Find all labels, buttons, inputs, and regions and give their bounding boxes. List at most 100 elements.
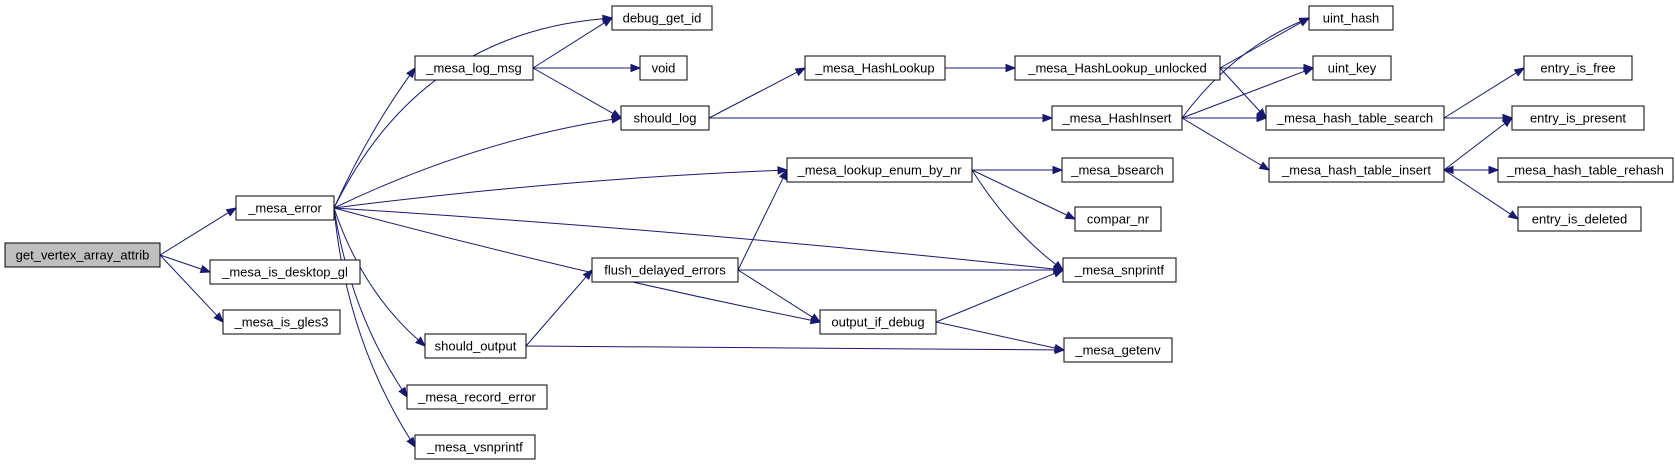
edge-line <box>159 254 218 316</box>
node-uint_hash[interactable]: uint_hash <box>1308 5 1394 31</box>
edge-line <box>532 67 614 114</box>
node-_mesa_lookup_enum_by_nr[interactable]: _mesa_lookup_enum_by_nr <box>786 157 973 183</box>
arrowhead <box>213 312 224 324</box>
node-box <box>414 55 534 81</box>
edge-line <box>1443 169 1511 215</box>
edge-get_vertex_array_attrib-to-_mesa_error <box>159 207 238 256</box>
node-get_vertex_array_attrib[interactable]: get_vertex_array_attrib <box>4 242 161 268</box>
arrowhead <box>601 17 614 27</box>
node-label: _mesa_getenv <box>1074 343 1161 358</box>
edge-flush_delayed_errors-to-output_if_debug <box>737 269 822 323</box>
edge-_mesa_HashLookup_unlocked-to-uint_hash <box>1219 17 1311 69</box>
edge-_mesa_log_msg-to-void <box>533 63 642 73</box>
edge-_mesa_lookup_enum_by_nr-to-compar_nr <box>971 169 1077 220</box>
node-compar_nr[interactable]: compar_nr <box>1074 206 1162 232</box>
node-entry_is_present[interactable]: entry_is_present <box>1511 105 1645 131</box>
edge-line <box>333 207 403 390</box>
node-_mesa_vsnprintf[interactable]: _mesa_vsnprintf <box>414 434 536 460</box>
arrowhead <box>582 268 593 280</box>
node-_mesa_snprintf[interactable]: _mesa_snprintf <box>1062 257 1177 283</box>
edge-line <box>159 212 229 256</box>
node-label: _mesa_lookup_enum_by_nr <box>796 163 962 178</box>
node-_mesa_is_desktop_gl[interactable]: _mesa_is_desktop_gl <box>209 259 361 285</box>
arrowhead <box>1507 210 1520 220</box>
arrowhead <box>809 313 822 323</box>
node-should_output[interactable]: should_output <box>424 333 527 359</box>
node-output_if_debug[interactable]: output_if_debug <box>819 309 937 335</box>
edge-_mesa_error-to-_mesa_log_msg <box>333 66 416 209</box>
node-label: should_log <box>634 111 697 126</box>
edge-_mesa_HashLookup_unlocked-to-_mesa_hash_table_search <box>1219 67 1267 120</box>
node-_mesa_HashInsert[interactable]: _mesa_HashInsert <box>1051 105 1183 131</box>
node-box <box>414 434 536 460</box>
node-void[interactable]: void <box>639 55 688 81</box>
node-_mesa_HashLookup[interactable]: _mesa_HashLookup <box>804 55 946 81</box>
node-box <box>1312 55 1392 81</box>
edge-should_output-to-flush_delayed_errors <box>525 268 593 347</box>
edge-line <box>333 169 779 209</box>
node-_mesa_getenv[interactable]: _mesa_getenv <box>1063 337 1173 363</box>
node-box <box>1061 157 1174 183</box>
node-_mesa_HashLookup_unlocked[interactable]: _mesa_HashLookup_unlocked <box>1014 55 1221 81</box>
edge-get_vertex_array_attrib-to-_mesa_is_gles3 <box>159 254 224 324</box>
node-box <box>235 195 335 221</box>
node-flush_delayed_errors[interactable]: flush_delayed_errors <box>591 257 739 283</box>
edge-_mesa_hash_table_insert-to-entry_is_deleted <box>1443 169 1520 220</box>
node-_mesa_record_error[interactable]: _mesa_record_error <box>406 384 548 410</box>
node-label: _mesa_hash_table_search <box>1276 111 1433 126</box>
arrowhead <box>1042 113 1054 123</box>
node-label: entry_is_present <box>1530 111 1626 126</box>
node-_mesa_hash_table_search[interactable]: _mesa_hash_table_search <box>1265 105 1445 131</box>
node-label: void <box>652 61 676 76</box>
node-label: uint_key <box>1328 61 1377 76</box>
node-label: _mesa_error <box>247 201 322 216</box>
edge-_mesa_HashLookup_unlocked-to-uint_key <box>1220 63 1315 73</box>
node-uint_key[interactable]: uint_key <box>1312 55 1392 81</box>
edge-line <box>333 207 411 440</box>
node-_mesa_is_gles3[interactable]: _mesa_is_gles3 <box>222 309 341 335</box>
node-box <box>591 257 739 283</box>
arrowhead <box>398 386 408 399</box>
edge-_mesa_HashInsert-to-uint_hash <box>1181 17 1311 119</box>
node-_mesa_log_msg[interactable]: _mesa_log_msg <box>414 55 534 81</box>
node-_mesa_hash_table_rehash[interactable]: _mesa_hash_table_rehash <box>1497 157 1674 183</box>
node-label: _mesa_is_desktop_gl <box>221 265 348 280</box>
edge-_mesa_error-to-should_log <box>333 115 623 209</box>
arrowhead <box>1302 67 1315 76</box>
node-box <box>1268 157 1445 183</box>
node-box <box>406 384 548 410</box>
node-label: _mesa_hash_table_insert <box>1281 163 1431 178</box>
edge-_mesa_hash_table_search-to-entry_is_free <box>1443 67 1526 119</box>
edge-line <box>1181 70 1305 119</box>
edge-_mesa_hash_table_insert-to-entry_is_present <box>1443 117 1514 171</box>
arrowhead <box>630 63 642 73</box>
node-label: get_vertex_array_attrib <box>16 248 150 263</box>
edge-_mesa_error-to-_mesa_vsnprintf <box>333 207 416 449</box>
node-box <box>1051 105 1183 131</box>
arrowhead <box>610 109 623 119</box>
edge-should_log-to-_mesa_HashLookup <box>708 67 807 119</box>
edge-_mesa_log_msg-to-debug_get_id <box>532 17 614 69</box>
node-label: uint_hash <box>1323 11 1379 26</box>
node-box <box>4 242 161 268</box>
node-label: _mesa_HashInsert <box>1061 111 1171 126</box>
arrowhead <box>1064 211 1077 220</box>
node-debug_get_id[interactable]: debug_get_id <box>611 5 713 31</box>
edge-line <box>1181 117 1262 166</box>
arrowhead <box>1298 17 1311 26</box>
node-_mesa_error[interactable]: _mesa_error <box>235 195 335 221</box>
node-box <box>620 105 710 131</box>
node-_mesa_hash_table_insert[interactable]: _mesa_hash_table_insert <box>1268 157 1445 183</box>
node-box <box>639 55 688 81</box>
node-entry_is_free[interactable]: entry_is_free <box>1523 55 1633 81</box>
edge-_mesa_lookup_enum_by_nr-to-_mesa_bsearch <box>972 165 1064 175</box>
edge-line <box>1443 72 1517 119</box>
node-_mesa_bsearch[interactable]: _mesa_bsearch <box>1061 157 1174 183</box>
arrowhead <box>1442 165 1454 175</box>
edge-_mesa_HashInsert-to-uint_key <box>1181 67 1315 119</box>
node-box <box>786 157 973 183</box>
node-entry_is_deleted[interactable]: entry_is_deleted <box>1517 206 1642 232</box>
node-should_log[interactable]: should_log <box>620 105 710 131</box>
edge-_mesa_HashInsert-to-_mesa_hash_table_insert <box>1181 117 1271 171</box>
